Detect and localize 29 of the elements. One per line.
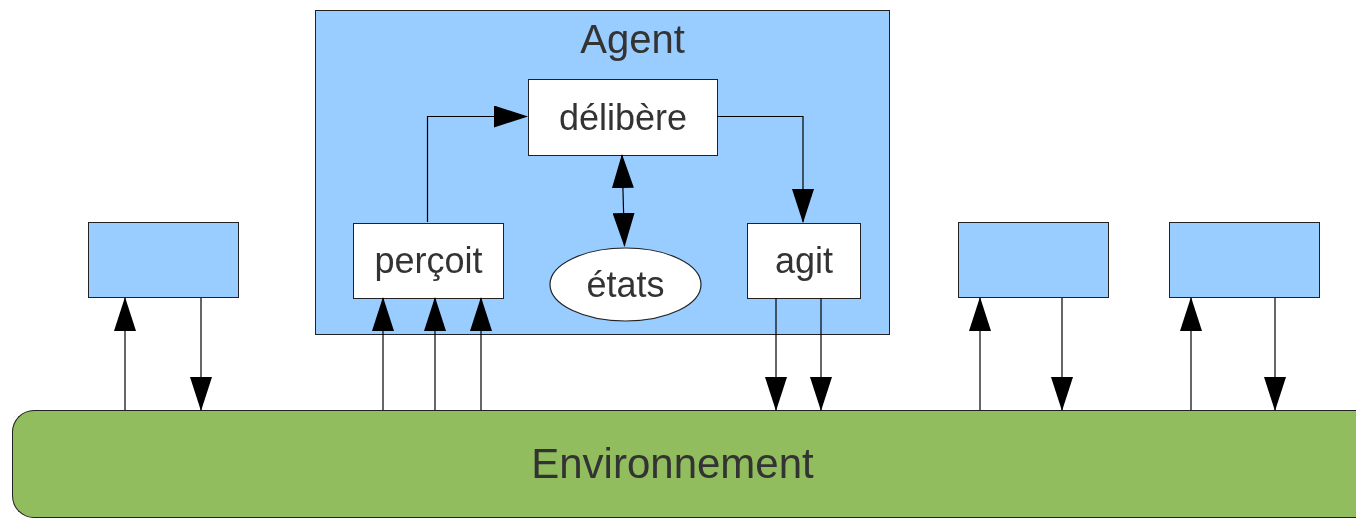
arrow xyxy=(611,154,635,247)
arrow xyxy=(1180,297,1202,411)
process-box xyxy=(747,223,861,299)
arrow xyxy=(372,297,394,411)
arrow xyxy=(810,297,832,411)
node-label: perçoit xyxy=(374,240,483,282)
arrow xyxy=(969,297,991,411)
empty-box xyxy=(958,222,1109,298)
container-title: Agent xyxy=(580,17,685,62)
empty-box xyxy=(88,222,239,298)
arrow xyxy=(470,297,492,411)
arrow xyxy=(1051,297,1073,411)
band-label: Environnement xyxy=(531,440,814,488)
arrow xyxy=(424,297,446,411)
process-box xyxy=(528,79,718,156)
agent-container xyxy=(315,10,890,335)
environment-band xyxy=(12,410,1356,518)
state-ellipse xyxy=(549,247,702,322)
node-label: délibère xyxy=(558,96,688,139)
arrow xyxy=(765,297,787,411)
node-label: états xyxy=(586,263,665,306)
arrow xyxy=(114,297,136,411)
empty-box xyxy=(1169,222,1320,298)
arrow xyxy=(426,105,528,223)
arrow xyxy=(1264,297,1286,411)
arrow xyxy=(716,115,814,223)
arrow xyxy=(190,297,212,411)
node-label: agit xyxy=(774,240,833,282)
process-box xyxy=(353,223,504,299)
